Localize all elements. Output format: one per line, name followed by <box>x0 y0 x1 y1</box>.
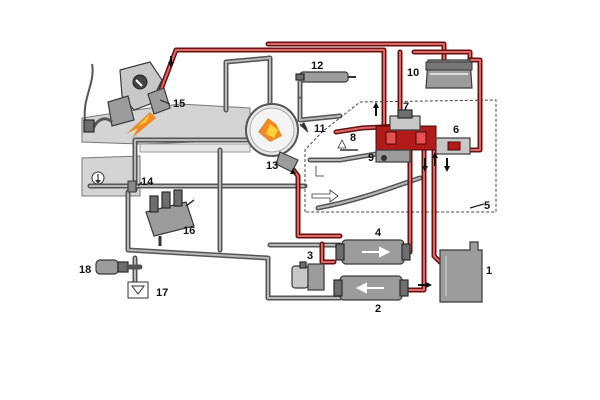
component-12-sensor <box>295 71 356 99</box>
label-6: 6 <box>453 124 459 136</box>
leader-lines <box>137 99 485 209</box>
label-7: 7 <box>403 101 409 113</box>
spray-flame-13 <box>258 118 282 142</box>
label-2: 2 <box>375 303 381 315</box>
component-3-pump <box>291 261 325 291</box>
spray-flame-15 <box>126 112 156 138</box>
component-group-5-outline <box>304 99 497 213</box>
component-2-fuel-pump <box>333 275 409 301</box>
label-16: 16 <box>183 225 195 237</box>
label-12: 12 <box>311 60 323 72</box>
component-9-valve-unit <box>375 149 411 163</box>
component-11-valve <box>299 122 309 133</box>
component-18-sensor <box>95 259 143 275</box>
label-11: 11 <box>314 123 326 135</box>
component-4-fuel-filter <box>335 239 411 265</box>
component-14-joint <box>127 180 137 193</box>
component-1-fuel-tank <box>439 241 483 303</box>
label-4: 4 <box>375 227 382 239</box>
component-10-canister <box>425 59 473 89</box>
component-16-valve-block <box>145 189 195 246</box>
label-8: 8 <box>350 132 356 144</box>
component-7-fuel-distributor <box>375 109 437 151</box>
component-6-pressure-regulator <box>435 137 471 155</box>
component-labels: 1 2 3 4 5 6 7 8 9 10 11 12 13 14 15 16 1… <box>79 60 492 315</box>
label-1: 1 <box>486 265 492 277</box>
label-3: 3 <box>307 250 313 262</box>
label-5: 5 <box>484 200 490 212</box>
component-17-filter <box>127 281 149 299</box>
label-15: 15 <box>173 98 185 110</box>
flow-arrows <box>168 56 450 288</box>
label-17: 17 <box>156 287 168 299</box>
label-10: 10 <box>407 67 419 79</box>
label-9: 9 <box>368 152 374 164</box>
label-14: 14 <box>141 176 154 188</box>
flow-arrow-outline <box>311 166 339 203</box>
valve-icon <box>91 171 105 185</box>
label-18: 18 <box>79 264 91 276</box>
component-8-switch <box>337 139 358 151</box>
component-15-injector <box>83 61 171 133</box>
label-13: 13 <box>266 160 278 172</box>
